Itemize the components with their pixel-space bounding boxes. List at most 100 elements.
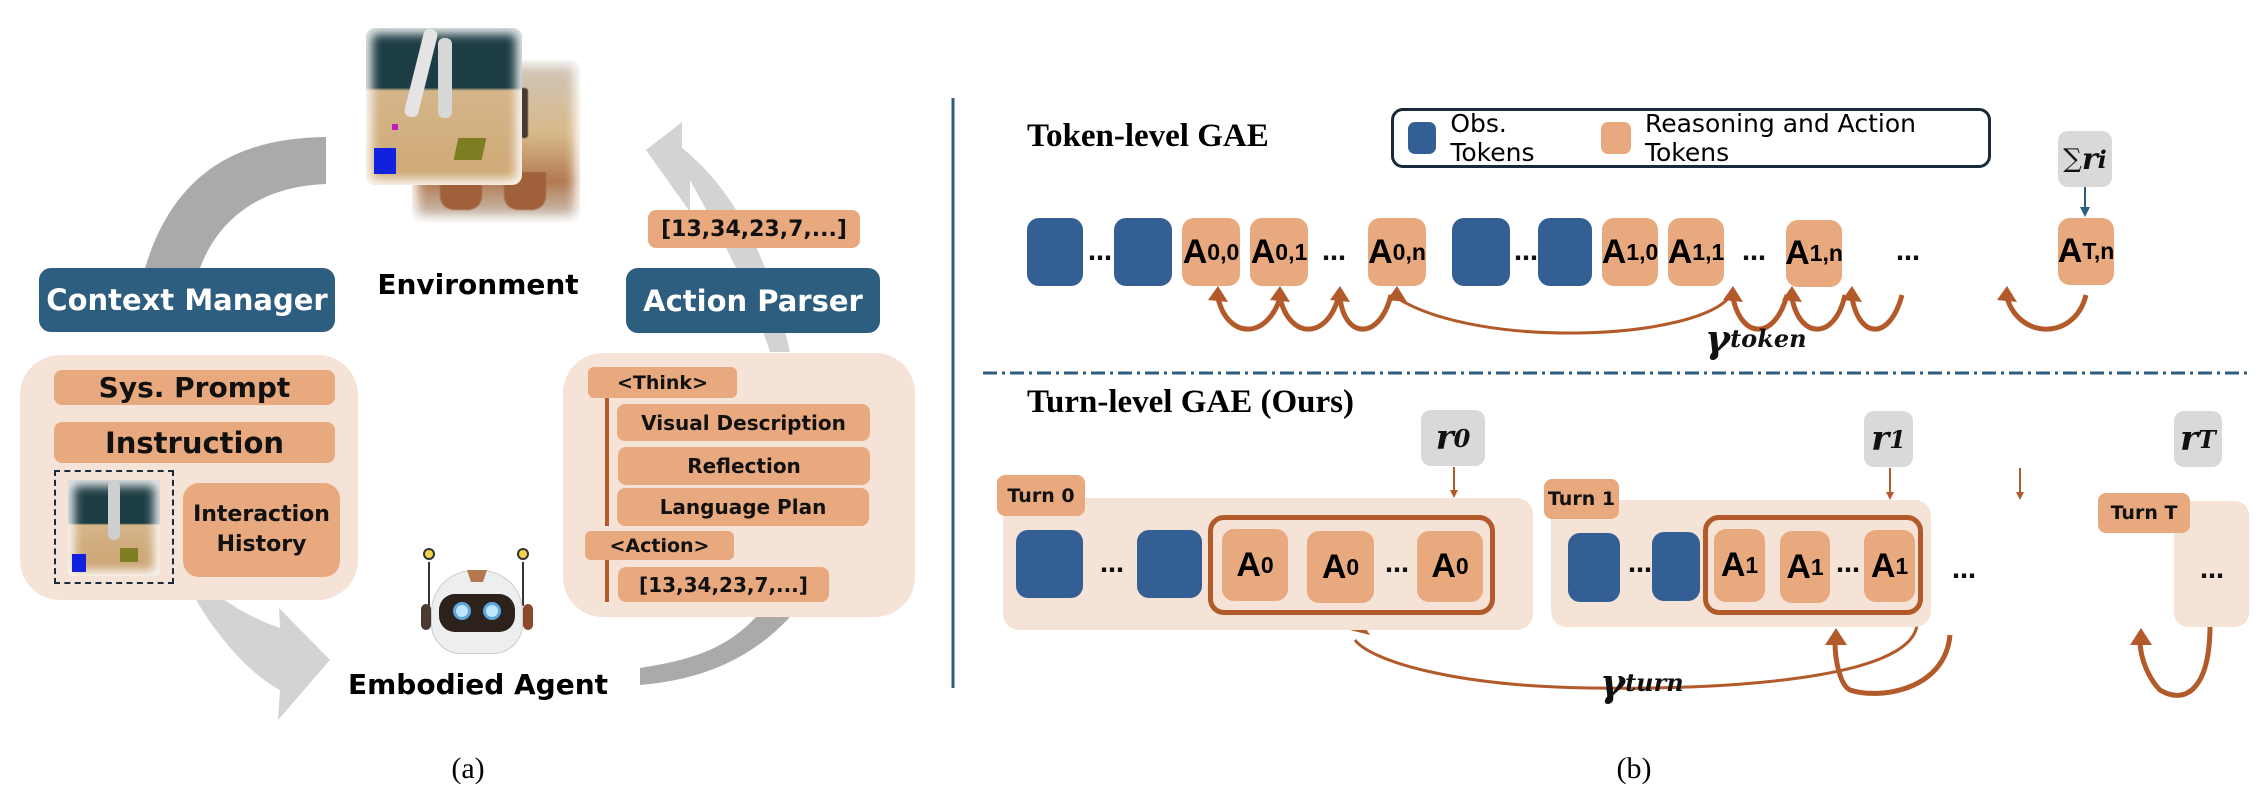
reward-sum-symbol: ∑ [2063, 144, 2082, 174]
token-base: A [1786, 547, 1811, 586]
reward-sum-sub: i [2097, 144, 2107, 174]
token-base: A [1368, 232, 1393, 271]
gamma-symbol: γ [1600, 660, 1626, 705]
token-sub: 1 [1745, 552, 1759, 578]
ellipsis: … [1514, 238, 1539, 266]
observation-thumbnail-frame [54, 470, 174, 584]
ellipsis: … [1952, 556, 1977, 584]
legend-reasoning-swatch [1600, 122, 1631, 154]
obs-token [1027, 218, 1083, 286]
robot-antenna-left-stem [428, 562, 430, 606]
token-base: A [1236, 545, 1261, 584]
obs-token [1016, 530, 1083, 598]
visual-description-chip: Visual Description [617, 404, 870, 441]
reward-symbol: r [2180, 419, 2199, 459]
blue-block-icon [374, 148, 396, 174]
robot-ear-left [421, 604, 431, 630]
obs-token [1538, 218, 1592, 286]
legend-reasoning-label: Reasoning and Action Tokens [1644, 109, 1916, 167]
robot-eye-right [483, 602, 501, 620]
robot-antenna-right-stem [522, 562, 524, 606]
parsed-action-code-chip: [13,34,23,7,...] [648, 210, 860, 248]
turn-gae-arrow [1353, 624, 1919, 690]
gae-arrow [1396, 294, 1733, 335]
ellipsis: … [1742, 238, 1767, 266]
reward-sum-r: r [2081, 141, 2098, 177]
robot-arm-icon [438, 38, 452, 118]
gae-arrow [1337, 294, 1394, 332]
obs-token [1452, 218, 1510, 286]
cycle-arrow-bottom-left [195, 598, 330, 720]
cycle-arrow-bottom-right [640, 617, 790, 685]
gae-arrow [1215, 294, 1284, 332]
gae-arrow [1789, 294, 1848, 332]
token-sub: 0,1 [1275, 238, 1308, 265]
token-sub: 1,1 [1692, 238, 1725, 265]
gae-arrow [2004, 294, 2089, 332]
robot-ear-right [523, 604, 533, 630]
environment-label: Environment [377, 268, 579, 301]
token-sub: 1,n [1809, 240, 1843, 266]
robot-arm-icon [108, 480, 120, 540]
panel-b-caption: (b) [1616, 752, 1652, 785]
reflection-chip: Reflection [618, 447, 870, 485]
gae-arrow [1730, 294, 1790, 332]
ellipsis: … [1836, 550, 1861, 578]
gamma-sub: turn [1625, 668, 1684, 697]
language-plan-chip: Language Plan [617, 488, 869, 526]
ellipsis: … [1088, 238, 1113, 266]
gamma-sub: token [1730, 324, 1807, 353]
token-sub: 1 [1895, 552, 1909, 579]
token-base: A [1250, 232, 1276, 271]
action-code-chip: [13,34,23,7,...] [618, 567, 829, 602]
turn-0-label: Turn 0 [997, 475, 1085, 516]
robot-crest [467, 570, 487, 582]
token-base: A [1870, 546, 1896, 585]
turn-1-label: Turn 1 [1544, 479, 1619, 519]
think-tag-chip: <Think> [588, 367, 737, 398]
blue-block-icon [72, 554, 86, 572]
token-base: A [1667, 232, 1693, 271]
token-base: A [1720, 546, 1746, 584]
token-sub: 0,n [1392, 238, 1426, 265]
robot-arm-icon [403, 28, 439, 119]
token-sub: 0 [1346, 553, 1360, 580]
token-level-title: Token-level GAE [1027, 118, 1269, 154]
ellipsis: … [1896, 238, 1921, 266]
robot-eye-left [453, 602, 471, 620]
reward-symbol: r [1871, 419, 1890, 459]
token-base: A [2057, 232, 2083, 270]
legend: Obs. Tokens Reasoning and Action Tokens [1391, 108, 1991, 168]
interaction-history-line1: Interaction [193, 502, 330, 527]
ellipsis: … [1385, 550, 1410, 578]
instruction-chip: Instruction [54, 422, 335, 463]
context-manager-header: Context Manager [39, 268, 335, 332]
reward-symbol: r [1435, 418, 1454, 458]
turn-1-action-group [1703, 515, 1923, 615]
obs-token [1114, 218, 1172, 286]
observation-thumbnail-image [68, 480, 160, 576]
ellipsis: … [1100, 550, 1125, 578]
token-base: A [1182, 232, 1208, 271]
turn-level-title: Turn-level GAE (Ours) [1027, 384, 1354, 420]
action-parser-header: Action Parser [626, 268, 880, 333]
token-base: A [1431, 547, 1456, 585]
action-bracket-line [605, 560, 609, 602]
think-bracket-line [605, 398, 609, 526]
tray-icon [120, 548, 138, 562]
legend-obs-label: Obs. Tokens [1450, 109, 1535, 167]
